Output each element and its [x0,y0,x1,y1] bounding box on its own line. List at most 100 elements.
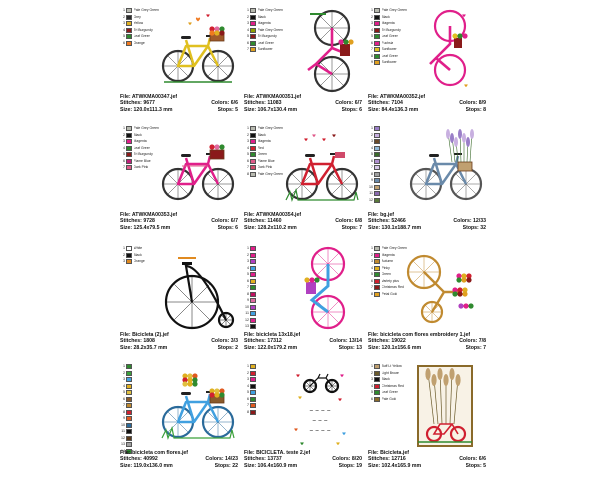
thread-index: 5 [123,390,125,395]
thread-index: 7 [247,285,249,290]
thread-name: Pale Grey Green [257,8,283,13]
thread-index: 4 [123,27,125,32]
thread-swatch [374,139,380,145]
file-line: File: bg.jef [368,212,486,218]
design-size: Size: 119.0x136.0 mm [120,462,173,469]
thread-name: Petal Gold [381,291,398,296]
thread-swatch [250,304,256,310]
file-name: File: bg.jef [368,212,394,218]
thread-color-row: 6 [244,396,296,402]
design-preview-image[interactable] [156,246,238,332]
thread-name: Sunflower [381,60,397,65]
thread-color-row: 2 [368,132,420,138]
design-preview-image[interactable] [280,246,362,332]
thread-color-row: 8 [120,409,172,415]
thread-swatch [126,403,132,409]
color-count: Colors: 6/8 [335,218,362,225]
thread-swatch [126,435,132,441]
thread-swatch [374,53,380,59]
design-preview-image[interactable] [156,126,238,212]
thread-index: 4 [123,383,125,388]
design-preview-image[interactable] [404,246,486,332]
design-preview-image[interactable] [280,8,362,94]
thread-index: 4 [247,27,249,32]
design-preview-image[interactable] [280,126,362,212]
thread-name: Yellow [133,21,144,26]
thread-name: Tri Burgundy [257,34,277,39]
thread-index: 5 [247,34,249,39]
thread-swatch [374,132,380,138]
thread-swatch [250,272,256,278]
thread-name: Green [381,272,391,277]
design-preview-image[interactable] [404,364,486,450]
thread-swatch [374,158,380,164]
stop-count: Stops: 5 [217,106,238,113]
design-preview-image[interactable] [156,364,238,450]
design-preview-image[interactable]: ~ ~ ~ ~~ ~ ~~ ~ ~ ~ [280,364,362,450]
file-line: File: ATWKMA00354.jef [244,212,362,218]
stop-count: Stops: 6 [341,106,362,113]
design-preview-image[interactable] [404,8,486,94]
thread-name: Pale Grey Green [257,171,283,176]
thread-name: Black [381,14,390,19]
stitch-count: Stitches: 13737 [244,456,282,463]
thread-name: Pale Gold [381,396,397,401]
design-size: Size: 125.4x79.5 mm [120,224,171,231]
stop-count: Stops: 5 [465,462,486,469]
thread-name: Black [381,377,390,382]
thread-index: 6 [371,158,373,163]
thread-color-row: 4 [368,145,420,151]
thread-swatch [250,291,256,297]
design-preview-image[interactable] [156,8,238,94]
thread-swatch [250,259,256,265]
design-preview-image[interactable] [404,126,486,212]
thread-swatch [250,152,256,158]
thread-index: 6 [247,278,249,283]
file-line: File: ATWKMA00347.jef [120,94,238,100]
thread-swatch [250,27,256,33]
thread-swatch [374,246,380,252]
thread-swatch [374,8,380,14]
thread-index: 5 [371,390,373,395]
thread-swatch [250,21,256,27]
thread-name: Black [257,14,266,19]
thread-color-row: 7 [120,403,172,409]
thread-index: 3 [371,139,373,144]
thread-swatch [126,152,132,158]
thread-color-row: 8 [368,171,420,177]
thread-swatch [374,390,380,396]
thread-color-row: 3 [244,377,296,383]
design-info: File: bicicleta com flores embroidery 1.… [368,332,486,351]
